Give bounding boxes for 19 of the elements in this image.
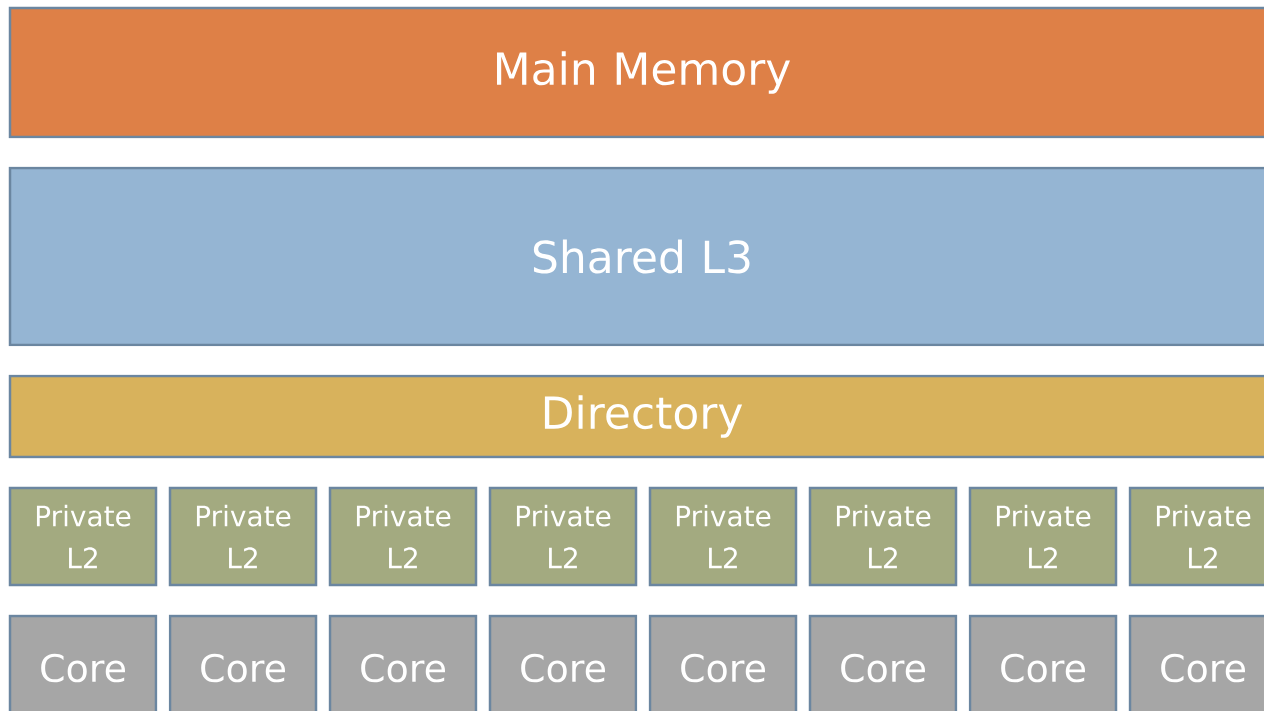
core-box: Core bbox=[648, 614, 798, 711]
core-box: Core bbox=[488, 614, 638, 711]
cache-box: Private L2 bbox=[968, 486, 1118, 587]
cache-box: Private L2 bbox=[8, 486, 158, 587]
cache-box: Private L2 bbox=[648, 486, 798, 587]
cache-box: Private L2 bbox=[808, 486, 958, 587]
cache-box: Private L2 bbox=[328, 486, 478, 587]
core-box: Core bbox=[8, 614, 158, 711]
directory-bar: Directory bbox=[8, 374, 1264, 459]
core-box: Core bbox=[1128, 614, 1264, 711]
core-box: Core bbox=[168, 614, 318, 711]
cache-bar: Shared L3 bbox=[8, 166, 1264, 347]
core-box: Core bbox=[328, 614, 478, 711]
cache-box: Private L2 bbox=[488, 486, 638, 587]
memory-bar: Main Memory bbox=[8, 6, 1264, 139]
cache-box: Private L2 bbox=[1128, 486, 1264, 587]
cache-box: Private L2 bbox=[168, 486, 318, 587]
core-box: Core bbox=[808, 614, 958, 711]
core-box: Core bbox=[968, 614, 1118, 711]
